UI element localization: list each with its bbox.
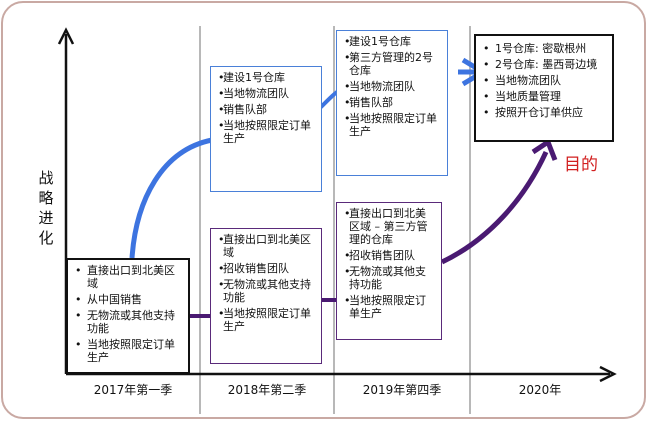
box-2018-upper: •建设1号仓库 •当地物流团队 •销售队部 •当地按照限定订单生产 <box>210 66 322 192</box>
list-item: •销售队部 <box>218 103 267 116</box>
list-item: •当地按照限定订单生产 <box>218 119 311 145</box>
list-item: •当地按照限定订单生产 <box>75 338 175 364</box>
list-item: •当地质量管理 <box>483 90 561 103</box>
period-label-2017: 2017年第一季 <box>93 383 173 397</box>
list-item: •无物流或其他支持功能 <box>344 265 426 291</box>
box-2020: •1号仓库: 密歇根州 •2号仓库: 墨西哥边境 •当地物流团队 •当地质量管理… <box>474 34 614 142</box>
list-item: •当地按照限定订单生产 <box>218 307 311 333</box>
list-item: •当地物流团队 <box>483 74 561 87</box>
box-2018-lower: •直接出口到北美区域 •招收销售团队 •无物流或其他支持功能 •当地按照限定订单… <box>210 228 322 364</box>
list-item: •2号仓库: 墨西哥边境 <box>483 58 598 71</box>
list-item: •建设1号仓库 <box>218 71 285 84</box>
list-item: •按照开仓订单供应 <box>483 106 583 119</box>
list-item: •直接出口到北美区域 <box>218 233 311 259</box>
period-label-2019: 2019年第四季 <box>362 383 442 397</box>
list-item: •招收销售团队 <box>344 249 415 262</box>
divider-1 <box>199 26 201 414</box>
list-item: •1号仓库: 密歇根州 <box>483 42 587 55</box>
goal-label: 目的 <box>564 155 598 175</box>
list-item: •销售队部 <box>344 96 393 109</box>
divider-3 <box>469 26 471 414</box>
list-item: •直接出口到北美区域 – 第三方管理的仓库 <box>344 207 428 246</box>
list-item: •第三方管理的2号仓库 <box>344 51 433 77</box>
period-label-2018: 2018年第二季 <box>227 383 307 397</box>
list-item: •建设1号仓库 <box>344 35 411 48</box>
list-item: •当地按照限定订单生产 <box>344 112 437 138</box>
divider-2 <box>333 26 335 414</box>
lower-path-arrowhead <box>531 138 558 161</box>
box-2019-upper: •建设1号仓库 •第三方管理的2号仓库 •当地物流团队 •销售队部 •当地按照限… <box>336 30 448 176</box>
period-label-2020: 2020年 <box>518 383 562 397</box>
x-axis-arrowhead <box>599 365 617 383</box>
y-axis-arrowhead <box>57 27 75 45</box>
list-item: •当地物流团队 <box>218 87 289 100</box>
y-axis-label: 战略进化 <box>38 169 54 247</box>
list-item: •无物流或其他支持功能 <box>75 309 175 335</box>
list-item: •当地物流团队 <box>344 80 415 93</box>
list-item: •招收销售团队 <box>218 262 289 275</box>
list-item: •从中国销售 <box>75 293 142 306</box>
upper-path-curve <box>129 137 213 259</box>
list-item: •当地按照限定订单生产 <box>344 294 426 320</box>
box-2019-lower: •直接出口到北美区域 – 第三方管理的仓库 •招收销售团队 •无物流或其他支持功… <box>336 202 442 340</box>
list-item: •直接出口到北美区域 <box>75 264 175 290</box>
list-item: •无物流或其他支持功能 <box>218 278 311 304</box>
box-2017-q1: •直接出口到北美区域 •从中国销售 •无物流或其他支持功能 •当地按照限定订单生… <box>66 258 190 374</box>
lower-path-curve <box>440 150 549 265</box>
